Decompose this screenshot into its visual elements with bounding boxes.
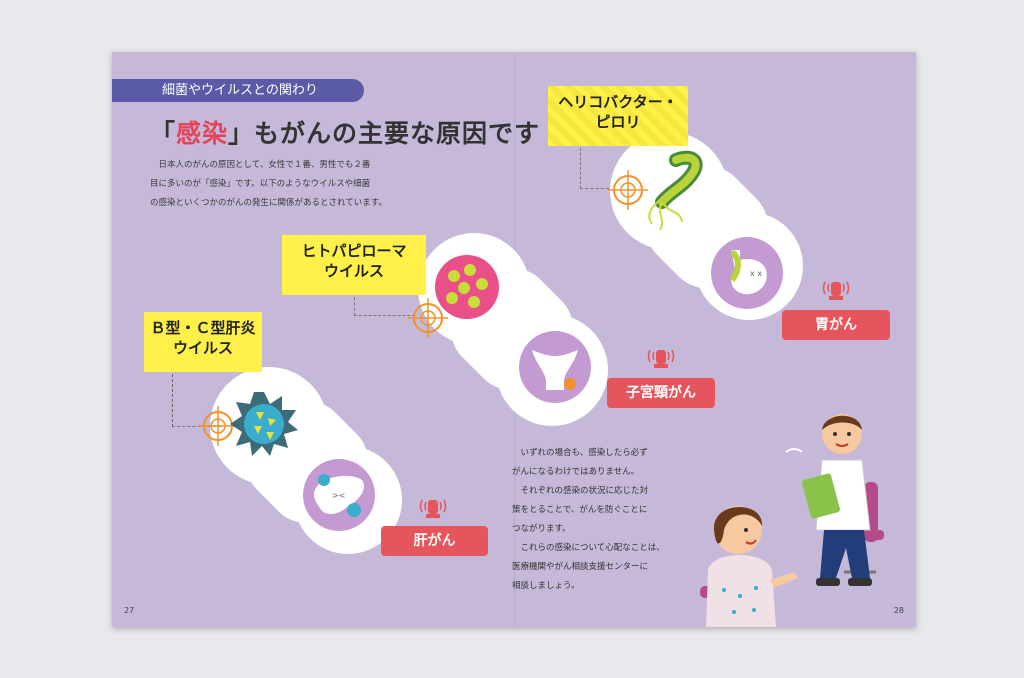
- hbv-target-icon: [198, 406, 238, 446]
- hbv-label: Ｂ型・Ｃ型肝炎 ウイルス: [144, 312, 262, 372]
- cervical-alarm-icon: [647, 349, 675, 368]
- intro-paragraph: 日本人のがんの原因として、女性で１番、男性でも２番 目に多いのが「感染」です。以…: [150, 156, 410, 213]
- intro-line: 日本人のがんの原因として、女性で１番、男性でも２番: [158, 160, 371, 170]
- stomach-cancer-label: 胃がん: [782, 310, 890, 340]
- svg-text:x x: x x: [750, 269, 762, 278]
- section-tag: 細菌やウイルスとの関わり: [112, 79, 364, 102]
- body-line: がんになるわけではありません。: [512, 467, 640, 477]
- body-line: それぞれの感染の状況に応じた対: [520, 486, 649, 496]
- hbv-label-line: ウイルス: [172, 339, 233, 357]
- pylori-target-icon: [608, 170, 648, 210]
- hpv-target-icon: [408, 298, 448, 338]
- svg-text:><: ><: [332, 491, 345, 500]
- hpv-connector: [354, 297, 415, 316]
- body-line: これらの感染について心配なことは、: [520, 543, 665, 553]
- page-number-right: 28: [893, 606, 904, 615]
- body-paragraph: いずれの場合も、感染したら必ず がんになるわけではありません。 それぞれの感染の…: [512, 444, 665, 596]
- hbv-connector: [172, 374, 221, 427]
- liver-alarm-icon: [419, 499, 447, 518]
- liver-icon: ><: [303, 459, 375, 531]
- hpv-label-line: ウイルス: [323, 262, 384, 280]
- brochure-spread: 細菌やウイルスとの関わり 「感染」もがんの主要な原因です 日本人のがんの原因とし…: [112, 52, 916, 627]
- title-quote-open: 「: [150, 119, 177, 148]
- hbv-virus-icon: [230, 392, 298, 456]
- body-line: つながります。: [512, 524, 571, 534]
- cervical-cancer-label: 子宮頸がん: [607, 378, 715, 408]
- title-rest: もがんの主要な原因です: [254, 119, 541, 148]
- body-line: 医療機関やがん相談支援センターに: [512, 562, 649, 572]
- body-line: いずれの場合も、感染したら必ず: [520, 448, 648, 458]
- body-line: 策をとることで、がんを防ぐことに: [512, 505, 648, 515]
- pylori-label-line: ピロリ: [595, 113, 641, 131]
- hpv-virus-icon: [435, 255, 499, 319]
- doctor-patient-illustration: [700, 414, 884, 627]
- pylori-bacteria-icon: [648, 150, 703, 231]
- hpv-label: ヒトパピローマ ウイルス: [282, 235, 426, 295]
- liver-cancer-label: 肝がん: [381, 526, 488, 556]
- pylori-label-line: ヘリコバクター・: [558, 93, 678, 111]
- uterus-icon: [519, 331, 591, 403]
- page-title: 「感染」もがんの主要な原因です: [150, 114, 540, 150]
- hbv-label-line: Ｂ型・Ｃ型肝炎: [150, 319, 256, 337]
- title-quote-close: 」: [228, 119, 255, 148]
- title-highlight: 感染: [176, 119, 229, 148]
- hpv-label-line: ヒトパピローマ: [301, 242, 407, 260]
- stomach-icon: x x: [711, 237, 783, 309]
- intro-line: 目に多いのが「感染」です。以下のようなウイルスや細菌: [150, 179, 371, 189]
- intro-line: の感染といくつかのがんの発生に関係があるとされています。: [150, 198, 387, 208]
- page-number-left: 27: [124, 606, 135, 615]
- body-line: 相談しましょう。: [512, 581, 580, 591]
- pylori-connector: [580, 148, 609, 189]
- pylori-label: ヘリコバクター・ ピロリ: [548, 86, 688, 146]
- stomach-alarm-icon: [822, 281, 850, 300]
